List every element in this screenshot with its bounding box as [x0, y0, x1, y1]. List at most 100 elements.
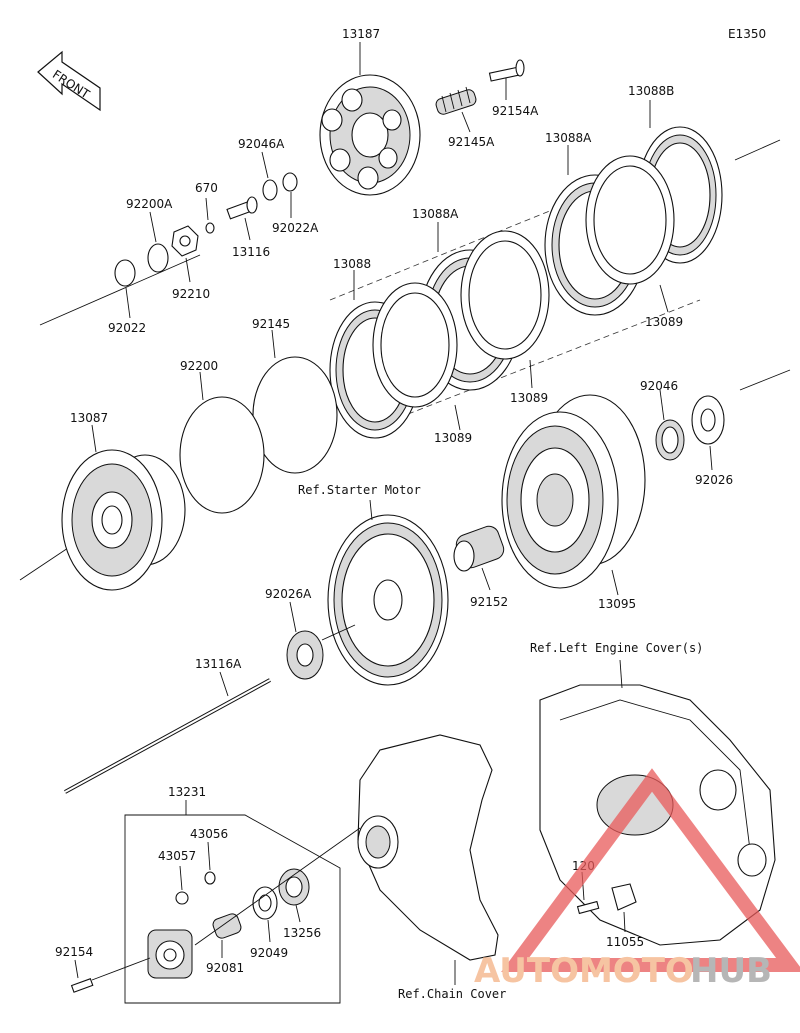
bolt-92154A — [488, 59, 525, 82]
leader — [149, 211, 157, 243]
part-43056[interactable]: 43056 — [190, 827, 228, 841]
part-92081[interactable]: 92081 — [206, 961, 244, 975]
needle-bearing-92046A — [262, 179, 278, 201]
leader — [261, 151, 269, 179]
part-92046A[interactable]: 92046A — [238, 137, 285, 151]
washer-92026 — [691, 395, 725, 445]
ref-left-engine-cover[interactable]: Ref.Left Engine Cover(s) — [530, 641, 703, 655]
part-92152[interactable]: 92152 — [470, 595, 508, 609]
part-13089-mid[interactable]: 13089 — [510, 391, 548, 405]
o-ring-92145 — [252, 356, 338, 474]
part-92022A[interactable]: 92022A — [272, 221, 319, 235]
part-92022[interactable]: 92022 — [108, 321, 146, 335]
part-92049[interactable]: 92049 — [250, 946, 288, 960]
bracket-11055 — [611, 883, 637, 911]
part-92200A[interactable]: 92200A — [126, 197, 173, 211]
spring-92145A — [435, 86, 477, 115]
leader — [481, 567, 491, 591]
part-92145A[interactable]: 92145A — [448, 135, 495, 149]
part-92026A[interactable]: 92026A — [265, 587, 312, 601]
chain-cover — [357, 734, 499, 961]
leader — [271, 329, 276, 359]
bolt-120 — [576, 900, 600, 915]
axis-line — [91, 957, 151, 981]
part-13095[interactable]: 13095 — [598, 597, 636, 611]
part-92026[interactable]: 92026 — [695, 473, 733, 487]
axis-line — [194, 827, 361, 946]
rod-13116A-highlight — [64, 679, 271, 793]
spring-92081 — [212, 913, 242, 939]
leader — [205, 197, 209, 221]
part-13088[interactable]: 13088 — [333, 257, 371, 271]
part-11055[interactable]: 11055 — [606, 935, 644, 949]
o-ring-670 — [205, 222, 215, 234]
washer-92200A — [147, 243, 169, 273]
seal-92049 — [252, 886, 278, 920]
steel-plate-13089-left — [372, 282, 458, 408]
part-43057[interactable]: 43057 — [158, 849, 196, 863]
steel-plate-13089-top — [585, 155, 675, 285]
axis-line — [39, 254, 201, 326]
leader — [619, 659, 623, 689]
part-13116[interactable]: 13116 — [232, 245, 270, 259]
axis-line — [739, 369, 791, 391]
part-13116A[interactable]: 13116A — [195, 657, 242, 671]
part-13088A-mid[interactable]: 13088A — [412, 207, 459, 221]
part-92145[interactable]: 92145 — [252, 317, 290, 331]
watermark-text-2: HUB — [690, 951, 772, 991]
leader — [295, 904, 301, 923]
leader — [461, 111, 471, 133]
watermark-triangle-icon — [501, 768, 800, 972]
leader — [611, 569, 619, 596]
clutch-hub-13087 — [61, 449, 186, 591]
steel-plate-13089-mid — [460, 230, 550, 360]
leader — [709, 445, 713, 471]
part-13089-right[interactable]: 13089 — [645, 315, 683, 329]
leader — [185, 257, 191, 283]
ref-starter-motor[interactable]: Ref.Starter Motor — [298, 483, 421, 497]
leader — [623, 911, 626, 933]
watermark-text-1: AUTOMOTO — [474, 951, 694, 991]
leader — [659, 284, 669, 313]
leader — [74, 959, 79, 979]
part-13088A-top[interactable]: 13088A — [545, 131, 592, 145]
bolt-92154 — [70, 978, 94, 993]
part-13256[interactable]: 13256 — [283, 926, 321, 940]
watermark-logo: AUTOMOTO HUB — [474, 768, 800, 991]
washer-92026A — [286, 630, 324, 680]
front-arrow-icon: FRONT — [37, 50, 101, 112]
axis-line — [321, 624, 356, 641]
part-92200[interactable]: 92200 — [180, 359, 218, 373]
part-92210[interactable]: 92210 — [172, 287, 210, 301]
part-13231[interactable]: 13231 — [168, 785, 206, 799]
leader — [244, 217, 251, 241]
part-92154[interactable]: 92154 — [55, 945, 93, 959]
pusher-13116 — [226, 196, 258, 220]
part-670[interactable]: 670 — [195, 181, 218, 195]
part-13087[interactable]: 13087 — [70, 411, 108, 425]
leader — [179, 865, 183, 891]
washer-92022A — [282, 172, 298, 192]
part-92046[interactable]: 92046 — [640, 379, 678, 393]
slave-cylinder — [147, 929, 193, 979]
leader — [267, 919, 271, 943]
diagram-code: E1350 — [728, 27, 766, 41]
leader — [207, 841, 211, 871]
needle-bearing-92046 — [655, 419, 685, 461]
leader — [91, 424, 97, 453]
part-92154A[interactable]: 92154A — [492, 104, 539, 118]
axis-line — [734, 139, 781, 161]
leader — [659, 389, 665, 421]
part-13088B[interactable]: 13088B — [628, 84, 674, 98]
leader — [369, 499, 373, 521]
part-13089-left[interactable]: 13089 — [434, 431, 472, 445]
leader — [125, 287, 131, 319]
leader — [454, 404, 461, 431]
part-13187[interactable]: 13187 — [342, 27, 380, 41]
ref-chain-cover[interactable]: Ref.Chain Cover — [398, 987, 506, 1001]
starter-driven-gear — [327, 514, 449, 686]
nut-hole — [179, 235, 191, 247]
leader — [219, 671, 229, 697]
o-ring-92200 — [179, 396, 265, 514]
cap-43057 — [175, 891, 189, 905]
